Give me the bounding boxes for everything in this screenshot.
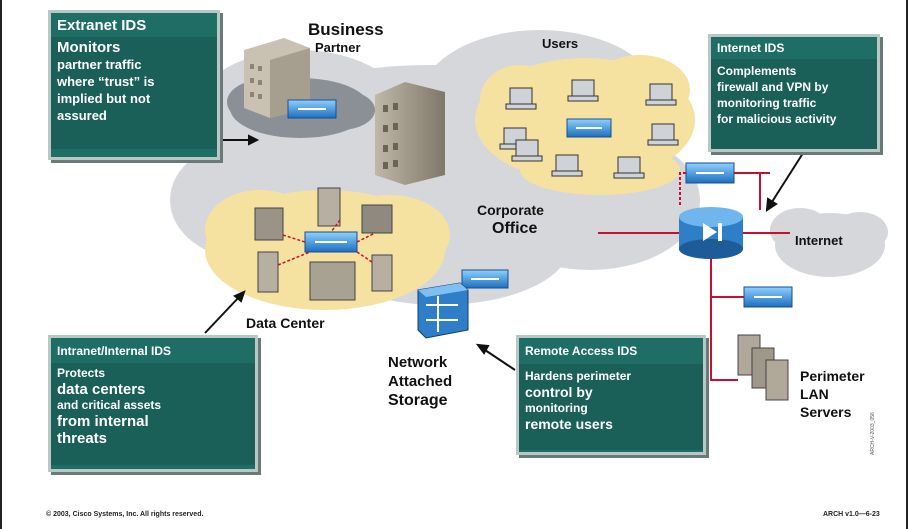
copyright-text: © 2003, Cisco Systems, Inc. All rights r… [46, 511, 204, 518]
business-partner-label-2: Partner [315, 40, 361, 55]
internet-ids-callout: Internet IDS Complements firewall and VP… [708, 34, 880, 152]
perimeter-label-2: LAN [800, 386, 829, 402]
network-links [598, 172, 790, 381]
extranet-line-5: assured [57, 108, 107, 123]
data-center-label: Data Center [246, 315, 325, 331]
remote-line-4: remote users [525, 416, 613, 432]
remote-access-ids-callout: Remote Access IDS Hardens perimeter cont… [516, 335, 706, 455]
internet-label: Internet [795, 233, 843, 248]
remote-line-2: control by [525, 384, 593, 400]
nas-label-1: Network [388, 354, 448, 371]
remote-access-ids-title: Remote Access IDS [525, 344, 638, 358]
page-frame-right [906, 0, 908, 529]
internet-line-4: for malicious activity [717, 112, 837, 126]
corporate-office-label-1: Corporate [477, 202, 544, 218]
perimeter-servers [737, 334, 789, 401]
intranet-ids-callout: Intranet/Internal IDS Protects data cent… [48, 335, 258, 472]
extranet-ids-callout: Extranet IDS Monitors partner traffic wh… [48, 10, 220, 160]
nas-label-2: Attached [388, 373, 453, 390]
remote-line-3: monitoring [525, 401, 588, 415]
vertical-code: ARCH-V-2003_056 [870, 412, 876, 455]
extranet-line-4: implied but not [57, 91, 151, 106]
nas-switch [417, 282, 469, 339]
ids-sensor-partner [287, 99, 337, 119]
extranet-line-3: where “trust” is [57, 74, 155, 89]
corporate-office-label-2: Office [492, 220, 538, 237]
perimeter-label-1: Perimeter [800, 368, 865, 384]
ids-sensor-datacenter [304, 231, 358, 253]
perimeter-label-3: Servers [800, 404, 852, 420]
intranet-ids-title: Intranet/Internal IDS [57, 344, 172, 358]
corporate-building [375, 82, 445, 185]
internet-line-3: monitoring traffic [717, 96, 817, 110]
user-workstations [499, 79, 679, 179]
ids-sensor-nas [461, 269, 509, 289]
nas-label-3: Storage [388, 392, 448, 409]
internet-ids-title: Internet IDS [717, 41, 785, 55]
ids-sensor-internet [685, 162, 735, 184]
extranet-ids-title: Extranet IDS [57, 17, 147, 34]
extranet-line-1: Monitors [57, 39, 121, 56]
intranet-line-5: threats [57, 430, 108, 447]
firewall-router [679, 207, 743, 259]
business-partner-label-1: Business [308, 20, 384, 39]
callout-arrows [204, 134, 806, 371]
slide-code: ARCH v1.0—6-23 [823, 511, 880, 518]
remote-line-1: Hardens perimeter [525, 369, 632, 383]
internet-line-1: Complements [717, 64, 797, 78]
internet-cloud [770, 208, 888, 277]
internet-line-2: firewall and VPN by [717, 80, 829, 94]
intranet-line-3: and critical assets [57, 398, 162, 412]
intranet-line-4: from internal [57, 413, 149, 430]
ids-sensor-perimeter [743, 286, 793, 308]
extranet-line-2: partner traffic [57, 57, 142, 72]
intranet-line-1: Protects [57, 366, 106, 380]
ids-sensor-users [566, 118, 612, 138]
datacenter-servers [254, 187, 393, 301]
page-frame-left [0, 0, 2, 529]
users-label: Users [542, 36, 579, 51]
intranet-line-2: data centers [57, 381, 146, 398]
